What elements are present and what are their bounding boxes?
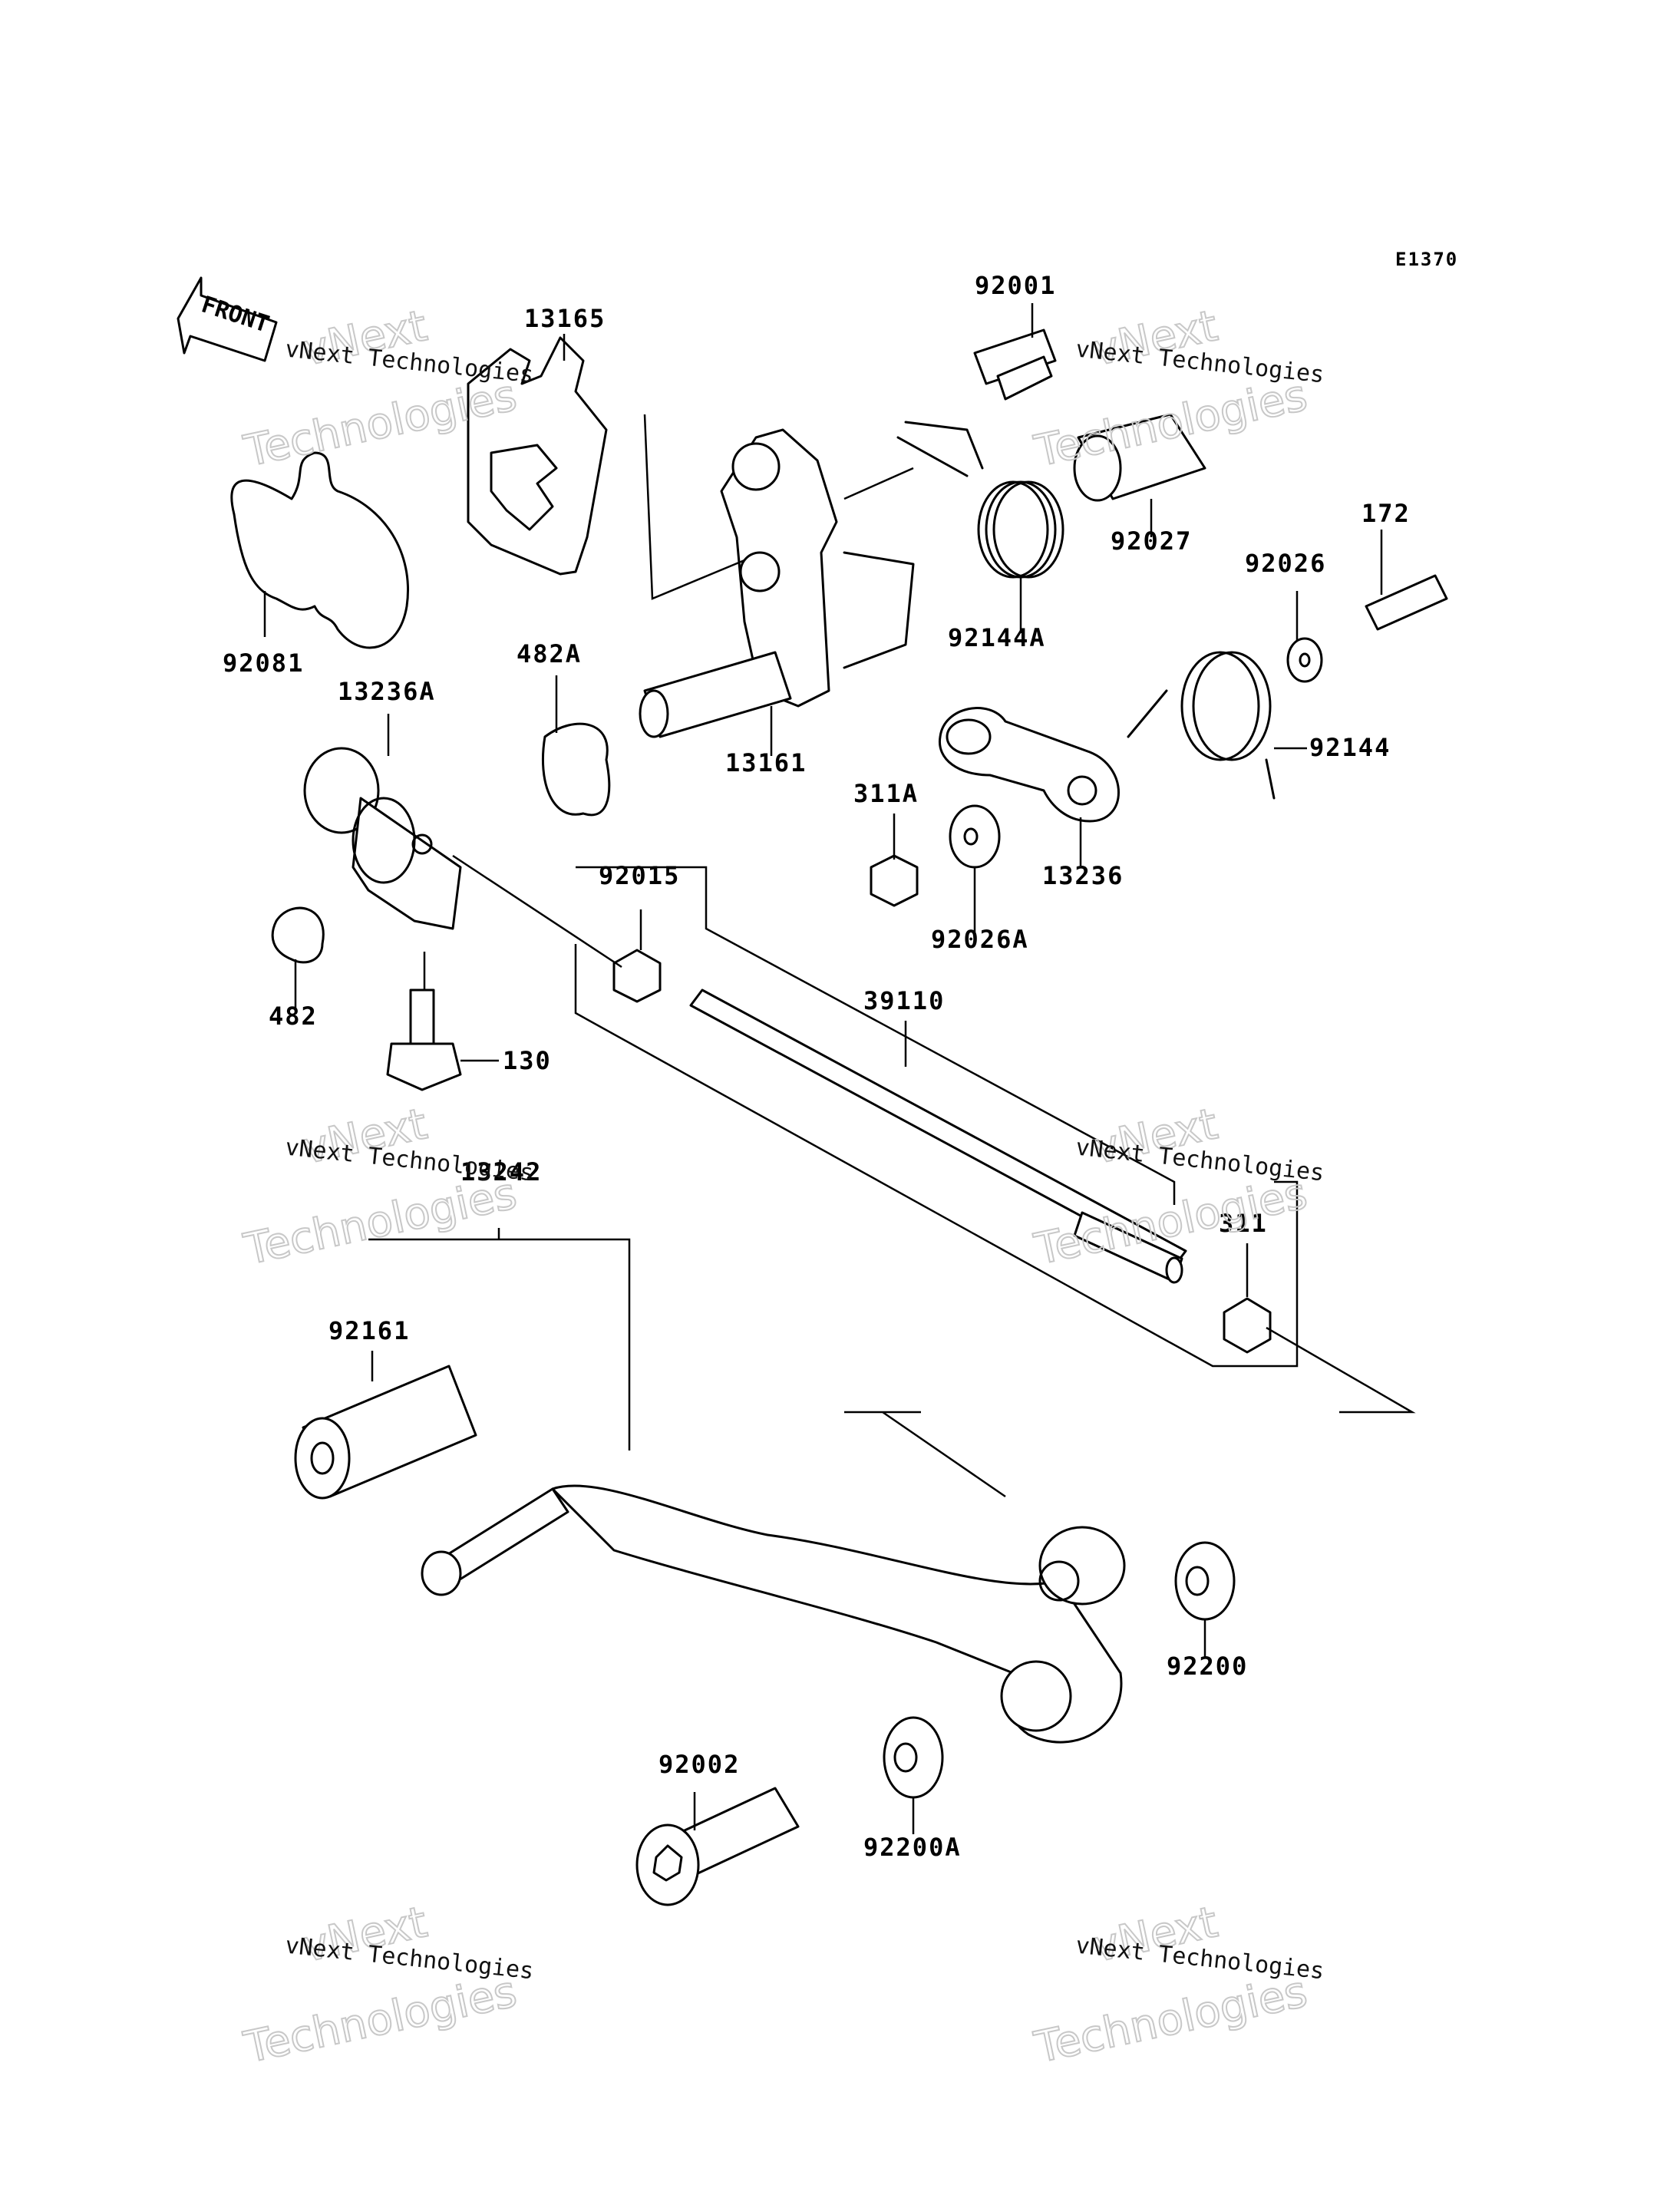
clip-482-icon — [271, 906, 325, 964]
pedal-13242-icon — [421, 1484, 1126, 1744]
part-label-92081: 92081 — [223, 649, 304, 678]
part-label-311: 311 — [1219, 1209, 1268, 1238]
pin-172-icon — [1365, 574, 1448, 631]
plate-13165-icon — [467, 336, 608, 576]
svg-text:Technologies: Technologies — [239, 1169, 520, 1276]
part-label-130: 130 — [503, 1046, 552, 1075]
part-label-92144: 92144 — [1309, 733, 1391, 762]
leader-lines — [263, 303, 1416, 1834]
part-label-172: 172 — [1361, 499, 1411, 528]
bolt-130-icon — [386, 988, 462, 1091]
watermark-mid-left: vNext Technologies vNext Technologies — [239, 1098, 535, 1276]
nut-92015-icon — [612, 949, 662, 1003]
part-label-39110: 39110 — [863, 986, 945, 1015]
part-label-92026A: 92026A — [931, 925, 1029, 954]
washer-92200A-icon — [883, 1716, 944, 1799]
nut-311A-icon — [870, 854, 919, 907]
watermark-bottom-right: vNext Technologies vNext Technologies — [1029, 1896, 1325, 2074]
part-label-92200: 92200 — [1167, 1652, 1248, 1681]
part-label-13161: 13161 — [725, 748, 807, 777]
watermark-top-left: vNext Technologies vNext Technologies — [239, 300, 535, 477]
shaft-13161-icon — [639, 428, 915, 738]
svg-text:Technologies: Technologies — [239, 1967, 520, 2074]
part-label-92144A: 92144A — [948, 623, 1046, 652]
clip-482A-icon — [541, 722, 611, 817]
part-label-13242: 13242 — [460, 1157, 542, 1186]
part-label-92200A: 92200A — [863, 1833, 962, 1862]
part-label-92161: 92161 — [328, 1316, 410, 1345]
spring-92144-icon — [1127, 651, 1276, 800]
bolt-92001-icon — [973, 328, 1057, 401]
svg-text:Technologies: Technologies — [1030, 1967, 1311, 2074]
spring-92144A-icon — [896, 421, 1064, 579]
part-label-311A: 311A — [853, 779, 919, 808]
part-label-482: 482 — [269, 1002, 318, 1031]
part-label-92002: 92002 — [658, 1750, 740, 1779]
part-labels: 13165 92001 92027 172 92026 92081 92144A… — [223, 271, 1411, 1862]
washer-92200-icon — [1174, 1541, 1236, 1621]
front-arrow-icon: FRONT — [177, 276, 278, 362]
bolt-92002-icon — [635, 1787, 800, 1906]
diagram-code: E1370 — [1395, 249, 1458, 270]
collar-92027-icon — [1073, 413, 1206, 502]
joint-13236A-icon — [303, 747, 462, 930]
part-label-13165: 13165 — [524, 304, 606, 333]
rod-39110-icon — [689, 988, 1187, 1284]
washer-92026-icon — [1286, 637, 1323, 683]
part-label-92015: 92015 — [599, 861, 680, 890]
part-label-92026: 92026 — [1245, 549, 1326, 578]
gasket-92081-icon — [230, 451, 409, 649]
part-label-92027: 92027 — [1111, 526, 1192, 556]
nut-311-icon — [1223, 1297, 1272, 1354]
part-label-13236: 13236 — [1042, 861, 1124, 890]
svg-text:FRONT: FRONT — [198, 291, 272, 338]
lever-13236-icon — [938, 707, 1120, 823]
part-label-13236A: 13236A — [338, 677, 436, 706]
washer-92026A-icon — [949, 804, 1001, 869]
svg-text:Technologies: Technologies — [239, 371, 520, 477]
watermark-bottom-left: vNext Technologies vNext Technologies — [239, 1896, 535, 2074]
rubber-92161-icon — [294, 1365, 477, 1500]
part-label-92001: 92001 — [975, 271, 1056, 300]
part-label-482A: 482A — [517, 639, 582, 668]
